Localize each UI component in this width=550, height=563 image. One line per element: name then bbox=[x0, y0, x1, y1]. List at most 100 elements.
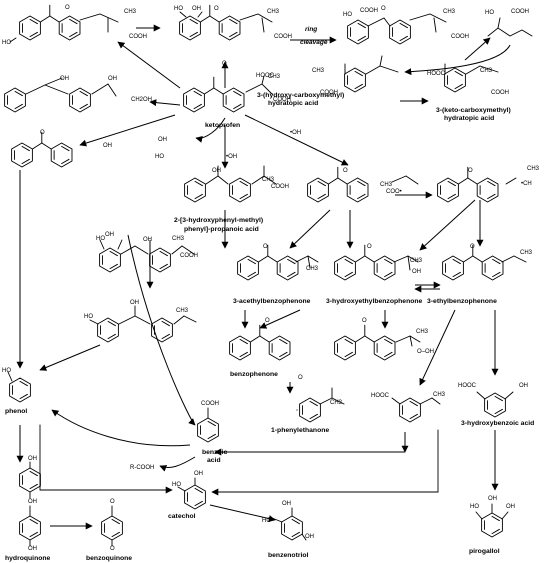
bond-line bbox=[467, 177, 478, 185]
bond-line bbox=[501, 511, 509, 520]
double-bond bbox=[384, 258, 393, 265]
reaction-arrows bbox=[16, 24, 511, 530]
reaction-arrow-curved bbox=[404, 44, 511, 76]
benzene-ring bbox=[58, 15, 81, 41]
label-hydratopic-acid-2: hydratopic acid bbox=[444, 115, 494, 122]
bond-line bbox=[331, 397, 345, 405]
annotation-ring: ring bbox=[305, 26, 317, 33]
label-hydroxy-carboxymethyl: 3-(hydroxy-carboxymethyl) bbox=[257, 92, 344, 99]
atom-o: O bbox=[468, 168, 473, 174]
double-bond bbox=[354, 83, 363, 90]
double-bond bbox=[233, 90, 242, 97]
benzene-ring bbox=[184, 177, 206, 203]
bond-line bbox=[259, 335, 270, 343]
benzene-ring bbox=[389, 19, 411, 45]
double-bond bbox=[494, 395, 503, 402]
atom-ch2oh: CH2OH bbox=[131, 97, 152, 103]
double-bond bbox=[79, 103, 88, 110]
atom-oh: OH bbox=[103, 143, 112, 149]
bond-line bbox=[197, 11, 203, 18]
atom-ch3: CH3 bbox=[124, 9, 137, 15]
benzene-ring bbox=[69, 87, 91, 113]
atom-oh: OH bbox=[60, 76, 69, 82]
bond-line bbox=[504, 391, 514, 400]
reaction-arrow bbox=[79, 114, 176, 147]
bond-line bbox=[475, 511, 483, 520]
annotation-r-cooh: R-COOH bbox=[130, 465, 154, 471]
double-bond bbox=[357, 22, 366, 29]
bond-line bbox=[513, 255, 527, 263]
atom-ch3: CH3 bbox=[268, 74, 281, 80]
label-ketoprofen: ketoprofen bbox=[205, 122, 240, 129]
atom-ch3: CH3 bbox=[416, 329, 429, 335]
atom-ch3: CH3 bbox=[267, 9, 280, 15]
bond-line bbox=[457, 177, 469, 185]
atom-ho: HO bbox=[174, 6, 183, 12]
bond-line bbox=[118, 315, 136, 325]
bond-line bbox=[393, 255, 409, 263]
reaction-arrow bbox=[244, 114, 349, 166]
atom-ch3: CH3 bbox=[433, 392, 446, 398]
double-bond bbox=[409, 400, 418, 407]
benzene-ring bbox=[334, 335, 356, 361]
benzene-ring bbox=[476, 177, 499, 203]
benzene-ring bbox=[50, 142, 73, 168]
atom-oh: OH bbox=[108, 76, 117, 82]
benzene-ring bbox=[276, 255, 299, 281]
label-phenyl-propanoic-acid: phenyl]-propanoic acid bbox=[184, 226, 259, 233]
benzene-ring bbox=[19, 515, 41, 541]
atom-oh: OH bbox=[143, 237, 152, 243]
bond-line bbox=[213, 87, 224, 95]
atom-o: O bbox=[214, 6, 219, 12]
molecule-structures bbox=[4, 4, 533, 547]
label-benzoic: benzoic bbox=[202, 449, 228, 456]
benzene-ring bbox=[481, 255, 504, 281]
double-bond bbox=[357, 180, 366, 187]
double-bond bbox=[14, 90, 23, 97]
bond-line bbox=[49, 15, 60, 23]
bond-line bbox=[364, 335, 375, 343]
bond-line bbox=[365, 65, 381, 75]
double-bond bbox=[492, 271, 501, 278]
reaction-arrow bbox=[464, 37, 491, 61]
annotation-oh-radical-2: •OH bbox=[290, 130, 301, 136]
double-bond bbox=[487, 180, 496, 187]
bond-path bbox=[239, 13, 273, 33]
reaction-arrow bbox=[39, 344, 101, 371]
atom-o: O bbox=[265, 318, 270, 324]
benzene-ring bbox=[183, 87, 205, 113]
bond-line bbox=[257, 255, 269, 263]
atom-cooh: COOH bbox=[201, 401, 219, 407]
double-bond bbox=[247, 258, 256, 265]
atom-oh: OH bbox=[130, 300, 139, 306]
atom-ho: HO bbox=[343, 12, 352, 18]
atom-oh: OH bbox=[28, 546, 37, 552]
double-bond bbox=[291, 531, 300, 538]
bond-line bbox=[39, 15, 51, 23]
atom-ch-radical: •CH bbox=[521, 181, 532, 187]
bond-line bbox=[307, 255, 319, 263]
double-bond bbox=[279, 351, 288, 358]
double-bond bbox=[19, 380, 28, 387]
label-acid: acid bbox=[207, 457, 221, 464]
atom-ch3: CH3 bbox=[443, 9, 456, 15]
atom-cooh: COOH bbox=[273, 97, 291, 103]
bond-line bbox=[409, 335, 413, 347]
atom-o: O bbox=[40, 130, 45, 136]
bond-line bbox=[107, 83, 117, 97]
benzene-ring bbox=[184, 484, 206, 510]
bond-line bbox=[301, 533, 307, 541]
bond-line bbox=[501, 255, 515, 263]
atom-ch3: CH3 bbox=[527, 166, 540, 172]
annotation-cleavage: cleavage bbox=[300, 39, 328, 46]
double-bond bbox=[384, 271, 393, 278]
double-bond bbox=[69, 31, 78, 38]
bond-line bbox=[409, 335, 421, 343]
double-bond bbox=[317, 180, 326, 187]
atom-o: O bbox=[470, 244, 475, 250]
double-bond bbox=[357, 193, 366, 200]
bond-line bbox=[405, 175, 419, 185]
bond-line bbox=[476, 391, 486, 400]
atom-oh: OH bbox=[412, 269, 421, 275]
